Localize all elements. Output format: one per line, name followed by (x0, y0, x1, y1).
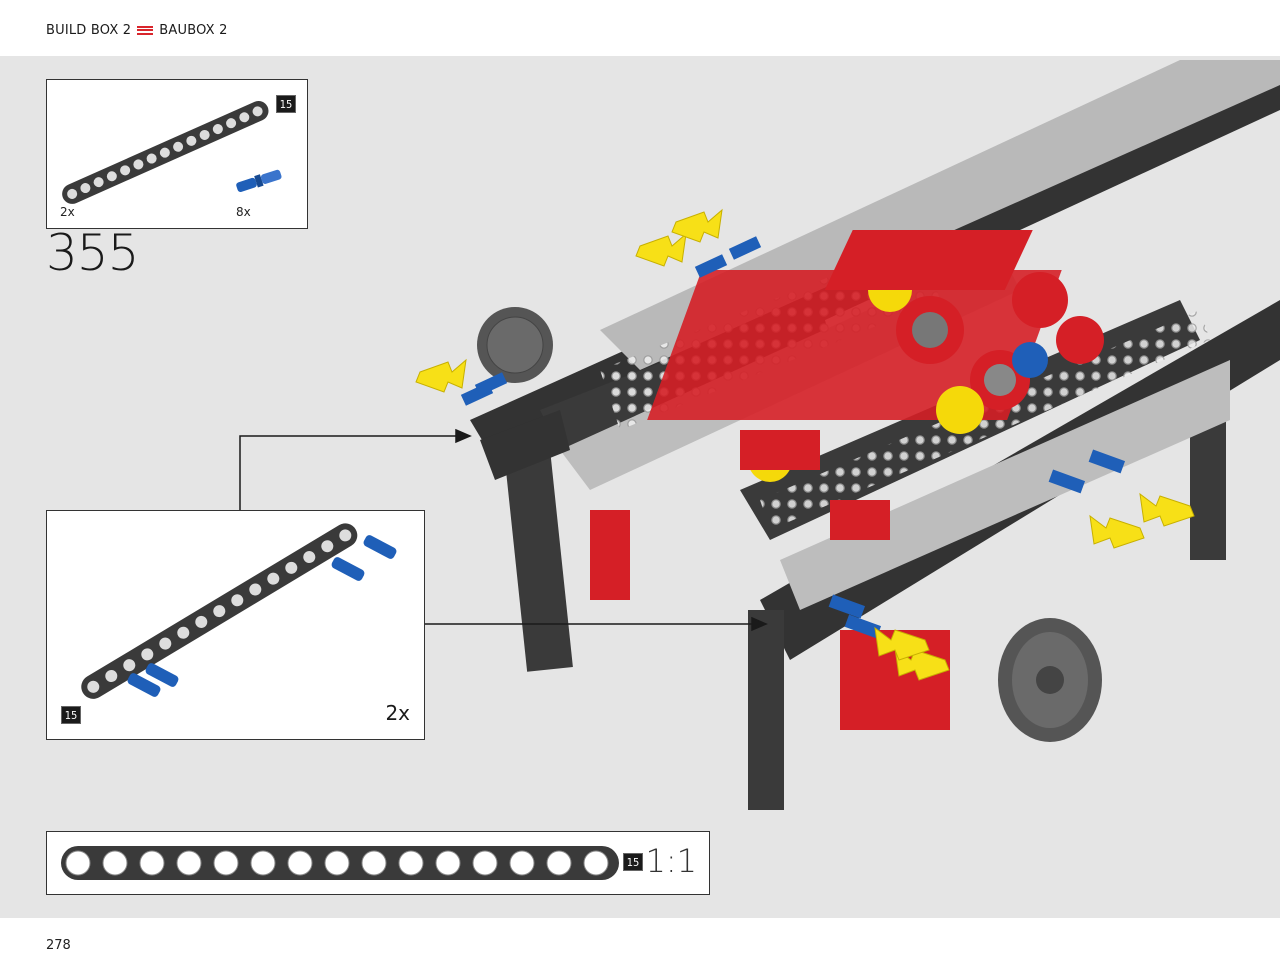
gearbox (647, 230, 1104, 540)
callout-subassembly: 15 2x (46, 510, 425, 740)
ruler-beam-icon (61, 846, 619, 880)
callout-length-badge: 15 (61, 706, 81, 724)
ruler-length-badge: 15 (623, 853, 643, 871)
brand-mark-icon (137, 25, 154, 35)
blue-pins (460, 236, 1126, 639)
wheel-hubs (477, 307, 1102, 742)
parts-list: 15 2x 8x (46, 79, 308, 229)
header-left-label: BUILD BOX 2 (46, 22, 132, 38)
scale-ruler: 15 1:1 (46, 831, 710, 895)
beam-with-pins-icon (81, 523, 397, 699)
callout-quantity: 2x (385, 701, 410, 725)
ruler-scale-label: 1:1 (645, 842, 698, 880)
beam-15-icon (62, 100, 282, 204)
pin-blue-icon (236, 169, 282, 192)
page-header: BUILD BOX 2 BAUBOX 2 (46, 20, 228, 40)
header-right-label: BAUBOX 2 (159, 22, 228, 38)
step-number: 355 (46, 224, 139, 282)
assembly-arrows (415, 208, 1195, 681)
callout-lines (239, 428, 768, 632)
page-number: 278 (46, 938, 71, 953)
pin-quantity: 8x (236, 205, 251, 219)
beam-quantity: 2x (60, 205, 75, 219)
beam-holes (67, 106, 263, 199)
beam-length-badge: 15 (276, 95, 296, 113)
